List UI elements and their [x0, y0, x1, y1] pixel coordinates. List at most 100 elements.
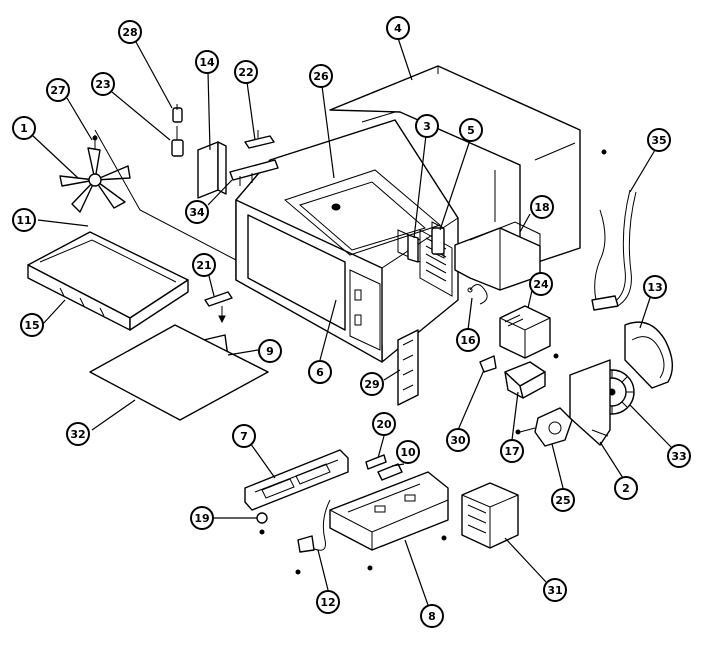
part-3-component — [407, 234, 419, 263]
svg-text:17: 17 — [504, 445, 519, 458]
svg-text:16: 16 — [460, 334, 476, 347]
svg-text:2: 2 — [622, 482, 630, 495]
oven-cavity — [235, 119, 459, 363]
callout-20: 20 — [372, 412, 396, 436]
callout-4: 4 — [386, 16, 410, 40]
part-16-wire — [467, 284, 488, 305]
svg-text:34: 34 — [189, 206, 205, 219]
svg-text:9: 9 — [266, 345, 274, 358]
waveguide-tray — [27, 231, 189, 331]
callout-9: 9 — [258, 339, 282, 363]
callout-16: 16 — [456, 328, 480, 352]
callout-6: 6 — [308, 360, 332, 384]
callout-35: 35 — [647, 128, 671, 152]
part-18-housing — [454, 221, 541, 291]
callout-17: 17 — [500, 439, 524, 463]
part-35-harness — [591, 149, 637, 311]
part-10-bracket — [377, 463, 403, 481]
svg-text:1: 1 — [20, 122, 28, 135]
svg-text:24: 24 — [533, 278, 549, 291]
callout-25: 25 — [551, 488, 575, 512]
stirrer-fan — [59, 135, 131, 213]
svg-text:26: 26 — [313, 70, 329, 83]
callout-1: 1 — [12, 116, 36, 140]
svg-text:21: 21 — [196, 259, 211, 272]
svg-text:7: 7 — [240, 430, 248, 443]
svg-text:5: 5 — [467, 124, 475, 137]
svg-text:18: 18 — [534, 201, 549, 214]
part-14-bracket — [197, 141, 227, 199]
svg-text:4: 4 — [394, 22, 402, 35]
part-7-control-panel — [244, 449, 349, 535]
callout-24: 24 — [529, 272, 553, 296]
part-24-component — [499, 305, 559, 359]
part-32-panel — [89, 324, 269, 421]
svg-text:10: 10 — [400, 446, 416, 459]
svg-text:32: 32 — [70, 428, 85, 441]
callout-15: 15 — [20, 313, 44, 337]
part-23-fuse-holder — [171, 126, 184, 157]
part-25-motor — [515, 407, 573, 447]
svg-text:31: 31 — [547, 584, 562, 597]
svg-text:11: 11 — [16, 214, 31, 227]
svg-text:27: 27 — [50, 84, 65, 97]
callout-30: 30 — [446, 428, 470, 452]
part-20-bracket — [365, 454, 387, 470]
part-30-clip — [479, 355, 497, 373]
callout-8: 8 — [420, 604, 444, 628]
callout-13: 13 — [643, 275, 667, 299]
part-12-cable — [295, 499, 331, 575]
callout-11: 11 — [12, 208, 36, 232]
callout-28: 28 — [118, 20, 142, 44]
part-28-fuse — [172, 104, 183, 123]
svg-text:35: 35 — [651, 134, 666, 147]
part-22-bracket — [244, 130, 275, 149]
callout-23: 23 — [91, 72, 115, 96]
part-5-component — [431, 227, 445, 255]
callout-32: 32 — [66, 422, 90, 446]
svg-text:33: 33 — [671, 450, 686, 463]
callout-26: 26 — [309, 64, 333, 88]
callout-27: 27 — [46, 78, 70, 102]
callout-7: 7 — [232, 424, 256, 448]
callout-18: 18 — [530, 195, 554, 219]
part-19-grommet — [256, 512, 268, 524]
svg-text:3: 3 — [423, 120, 431, 133]
svg-text:30: 30 — [450, 434, 466, 447]
callout-14: 14 — [195, 50, 219, 74]
svg-text:29: 29 — [364, 378, 379, 391]
part-29-latch-plate — [397, 329, 419, 406]
svg-text:28: 28 — [122, 26, 137, 39]
callout-29: 29 — [360, 372, 384, 396]
svg-text:14: 14 — [199, 56, 215, 69]
svg-text:23: 23 — [95, 78, 110, 91]
callout-33: 33 — [667, 444, 691, 468]
callout-22: 22 — [234, 60, 258, 84]
callout-10: 10 — [396, 440, 420, 464]
callout-5: 5 — [459, 118, 483, 142]
svg-text:15: 15 — [24, 319, 39, 332]
svg-text:6: 6 — [316, 366, 324, 379]
svg-text:25: 25 — [555, 494, 570, 507]
svg-text:12: 12 — [320, 596, 335, 609]
callout-3: 3 — [415, 114, 439, 138]
part-21-latch — [204, 291, 233, 324]
callout-21: 21 — [192, 253, 216, 277]
part-31-transformer — [461, 482, 519, 549]
part-2-bracket — [569, 359, 611, 446]
callout-2: 2 — [614, 476, 638, 500]
part-17-tray — [504, 361, 546, 399]
svg-text:22: 22 — [238, 66, 253, 79]
callout-34: 34 — [185, 200, 209, 224]
part-34-bracket — [229, 159, 279, 186]
callout-19: 19 — [190, 506, 214, 530]
part-8-base-plate — [329, 471, 449, 571]
svg-text:13: 13 — [647, 281, 662, 294]
callout-12: 12 — [316, 590, 340, 614]
part-13-shroud — [624, 321, 673, 389]
callout-31: 31 — [543, 578, 567, 602]
svg-text:20: 20 — [376, 418, 392, 431]
svg-text:8: 8 — [428, 610, 436, 623]
leader-lines — [31, 37, 673, 606]
